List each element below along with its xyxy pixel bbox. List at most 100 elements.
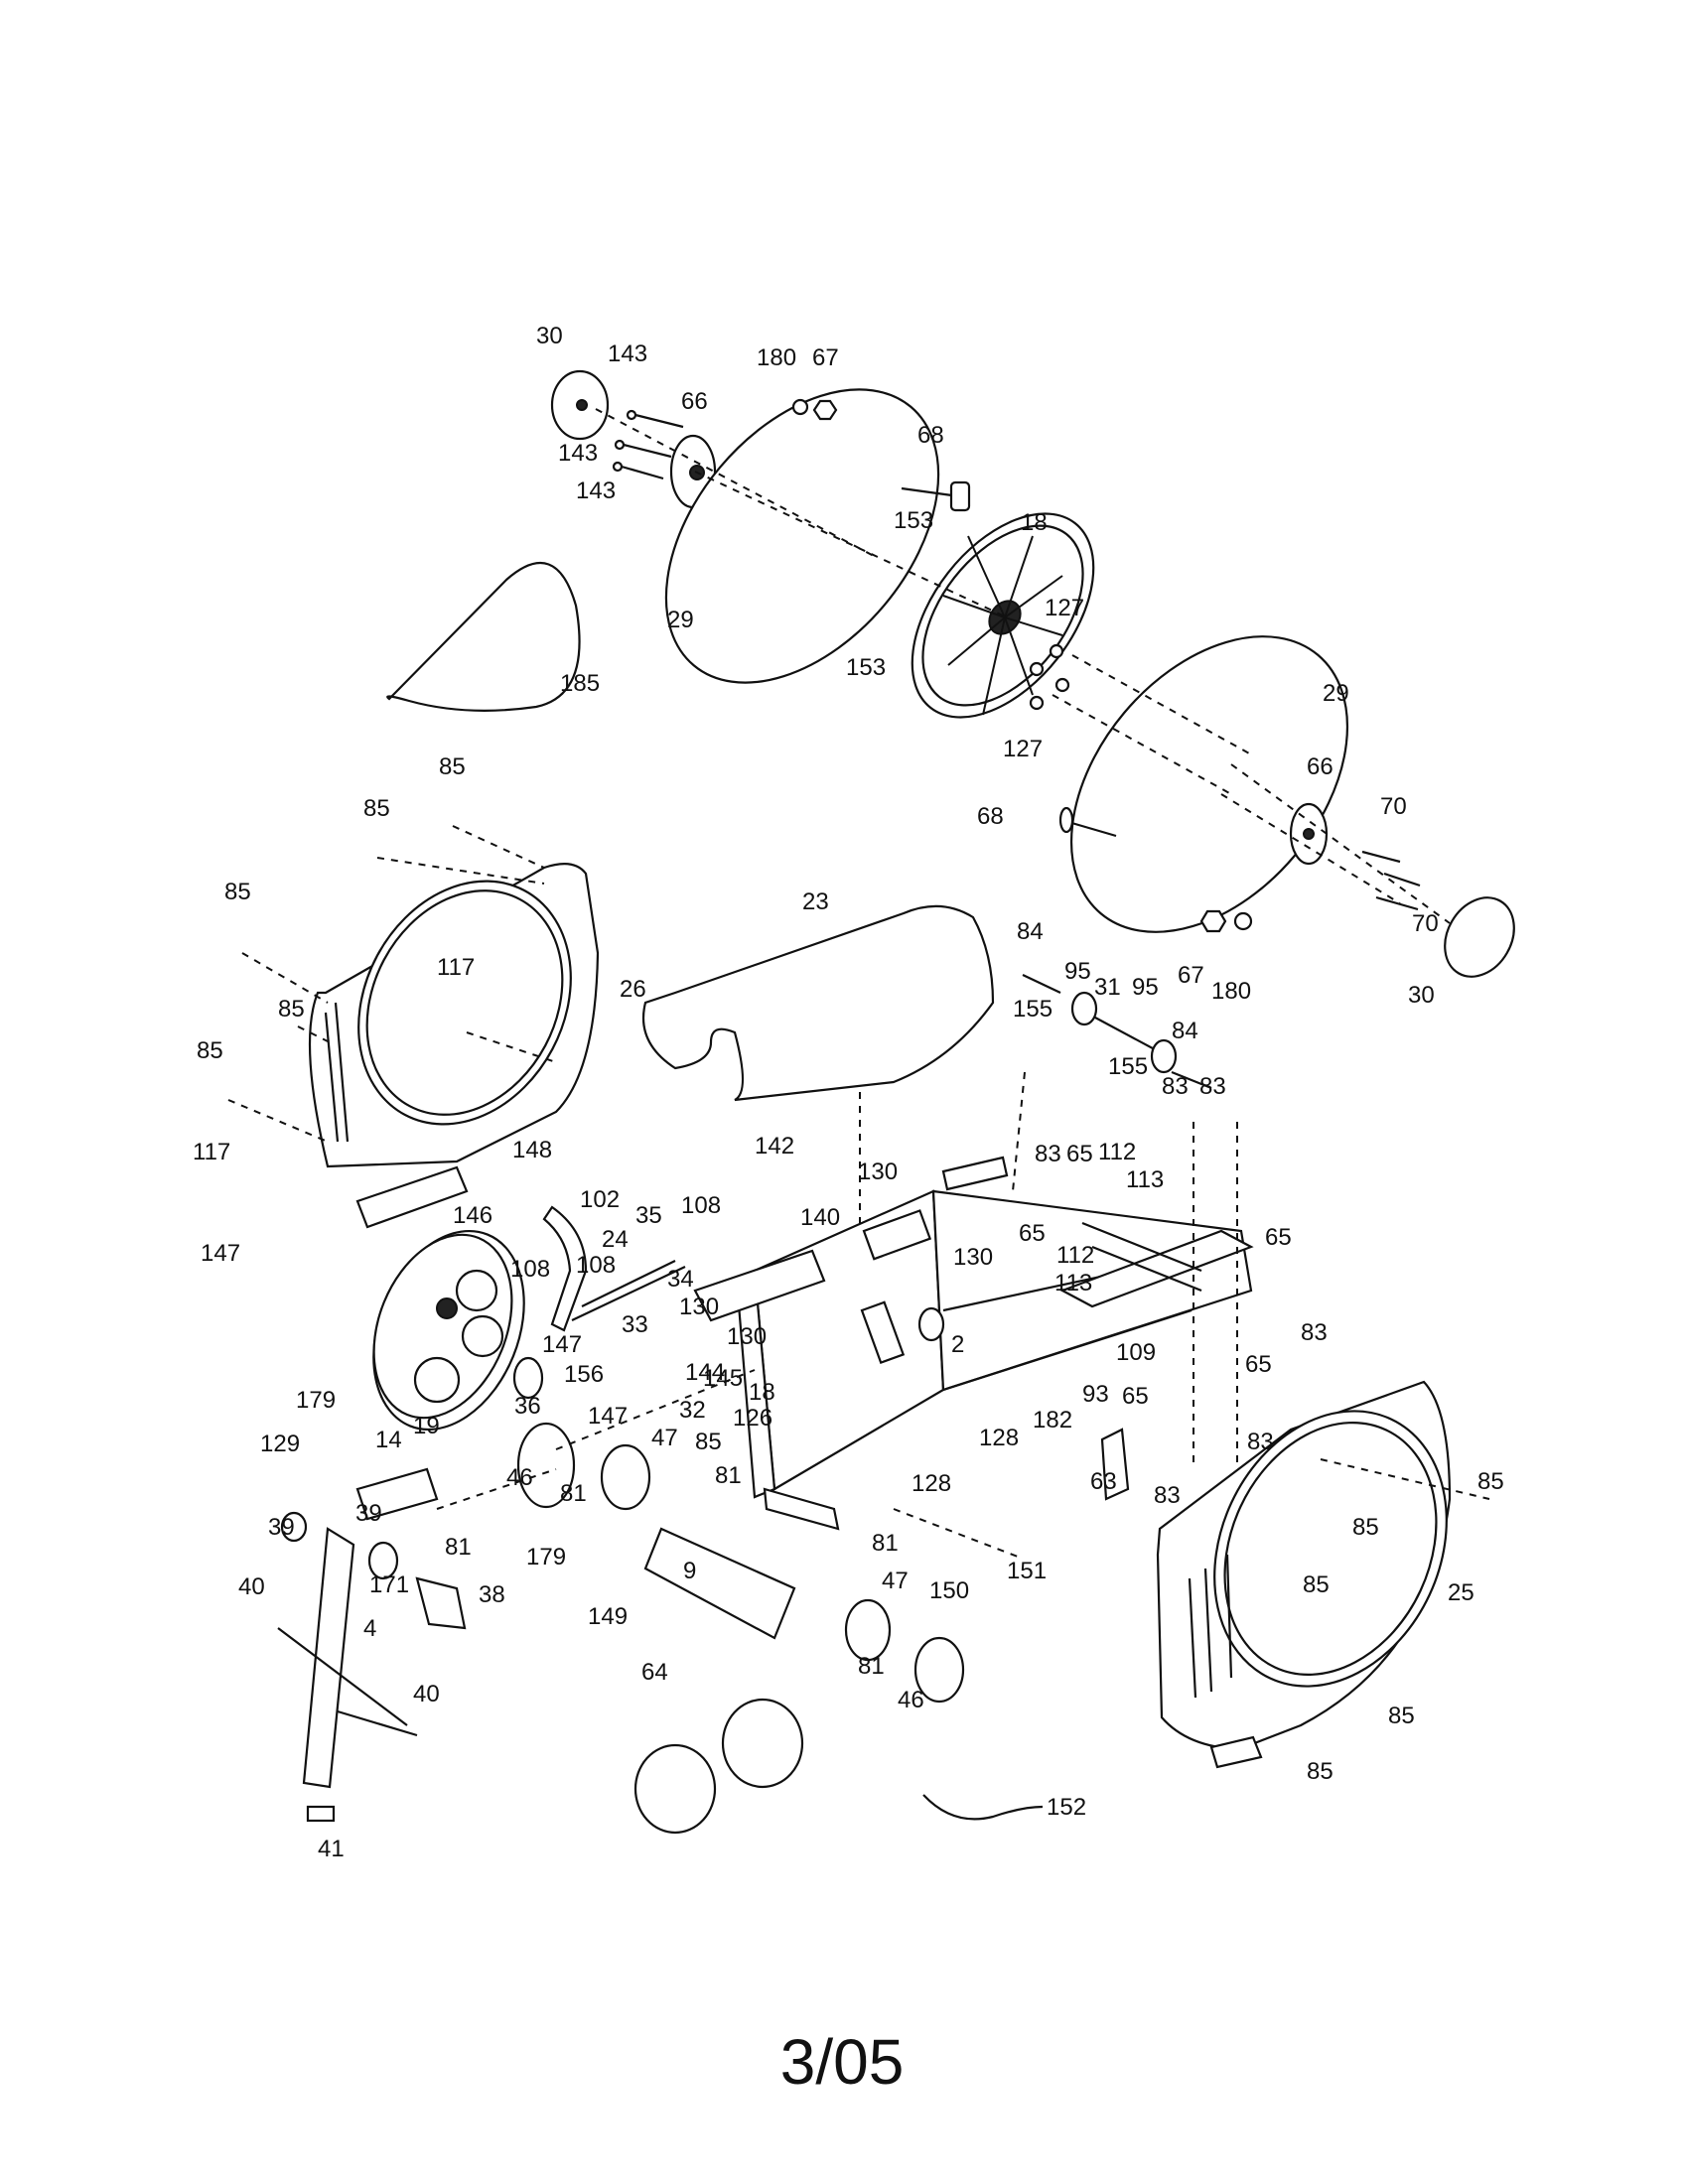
part-143-bolts xyxy=(612,409,684,480)
part-9-roller xyxy=(643,1527,796,1640)
callout-label: 112 xyxy=(1098,1139,1136,1165)
callout-label: 70 xyxy=(1412,910,1439,937)
callout-label: 95 xyxy=(1064,958,1091,985)
callout-label: 108 xyxy=(681,1192,721,1219)
callout-label: 33 xyxy=(622,1311,648,1338)
flywheel-assembly-guides xyxy=(595,408,1451,924)
callout-label: 65 xyxy=(1122,1383,1149,1410)
callout-label: 145 xyxy=(703,1365,743,1392)
callout-label: 26 xyxy=(620,976,646,1003)
callout-label: 108 xyxy=(510,1256,550,1283)
callout-label: 85 xyxy=(439,753,466,780)
part-39-bushing-right xyxy=(367,1541,399,1580)
callout-label: 127 xyxy=(1003,736,1043,762)
callout-label: 150 xyxy=(929,1577,969,1604)
callout-label: 18 xyxy=(1021,509,1048,536)
callout-label: 18 xyxy=(749,1379,775,1406)
callout-label: 182 xyxy=(1033,1407,1072,1433)
callout-label: 85 xyxy=(1352,1514,1379,1541)
part-68-bolt-top xyxy=(901,480,971,512)
callout-label: 24 xyxy=(602,1226,629,1253)
callout-label: 179 xyxy=(296,1387,336,1414)
part-25-right-shroud xyxy=(1156,1380,1452,1769)
callout-label: 41 xyxy=(318,1836,345,1862)
callout-label: 156 xyxy=(564,1361,604,1388)
rear-crossbar xyxy=(1059,1221,1254,1501)
callout-label: 40 xyxy=(413,1681,440,1707)
callout-label: 83 xyxy=(1035,1141,1061,1167)
callout-label: 9 xyxy=(683,1558,696,1584)
rollers xyxy=(516,1422,965,1835)
callout-label: 66 xyxy=(681,388,708,415)
part-30-left-cap-center xyxy=(576,399,588,411)
callout-label: 29 xyxy=(1323,680,1349,707)
callout-label: 25 xyxy=(1448,1579,1474,1606)
callout-label: 65 xyxy=(1066,1141,1093,1167)
callout-label: 130 xyxy=(858,1159,898,1185)
callout-label: 142 xyxy=(755,1133,794,1160)
callout-label: 38 xyxy=(479,1581,505,1608)
part-19-pulley xyxy=(372,1229,525,1432)
callout-label: 127 xyxy=(1045,595,1084,621)
frame-assembly-guides xyxy=(436,1071,1490,1560)
part-23-top-cover xyxy=(641,904,995,1102)
callout-label: 14 xyxy=(375,1427,402,1453)
callout-label: 148 xyxy=(512,1137,552,1163)
callout-label: 152 xyxy=(1047,1794,1086,1821)
callout-label: 85 xyxy=(695,1429,722,1455)
callout-label: 32 xyxy=(679,1397,706,1424)
callout-label: 85 xyxy=(1477,1468,1504,1495)
part-29-right-disc xyxy=(1069,635,1349,933)
callout-label: 34 xyxy=(667,1266,694,1293)
callout-label: 93 xyxy=(1082,1381,1109,1408)
callout-label: 63 xyxy=(1090,1468,1117,1495)
part-46-roller-left xyxy=(516,1422,576,1509)
callout-label: 66 xyxy=(1307,753,1333,780)
callout-label: 84 xyxy=(1017,918,1044,945)
callout-label: 67 xyxy=(1178,962,1204,989)
part-46-roller-right xyxy=(913,1636,965,1704)
callout-label: 39 xyxy=(268,1514,295,1541)
callout-label: 180 xyxy=(757,344,796,371)
part-67-nut xyxy=(812,399,838,421)
callout-label: 23 xyxy=(802,888,829,915)
callout-label: 30 xyxy=(536,323,563,349)
callout-label: 2 xyxy=(951,1331,964,1358)
callout-label: 81 xyxy=(715,1462,742,1489)
callout-label: 65 xyxy=(1265,1224,1292,1251)
callout-label: 95 xyxy=(1132,974,1159,1001)
callout-label: 47 xyxy=(882,1568,909,1594)
callout-label: 47 xyxy=(651,1425,678,1451)
part-152-wire-harness xyxy=(922,1794,1044,1821)
callout-label: 84 xyxy=(1172,1018,1198,1044)
callout-label: 85 xyxy=(1307,1758,1333,1785)
part-36-idler xyxy=(512,1356,544,1400)
callout-label: 65 xyxy=(1245,1351,1272,1378)
callout-label: 68 xyxy=(917,422,944,449)
part-67-bottom-nut xyxy=(1199,909,1227,933)
part-47-gear-left xyxy=(600,1443,651,1511)
part-2-main-frame xyxy=(693,1156,1253,1531)
callout-label: 31 xyxy=(1094,974,1121,1001)
page-number: 3/05 xyxy=(779,2026,905,2098)
callout-label: 143 xyxy=(576,478,616,504)
callout-label: 19 xyxy=(413,1413,440,1439)
part-38-clamp xyxy=(415,1576,467,1630)
callout-label: 155 xyxy=(1108,1053,1148,1080)
callout-label: 129 xyxy=(260,1431,300,1457)
callout-label: 81 xyxy=(872,1530,899,1557)
part-14-bracket xyxy=(355,1467,439,1521)
callout-label: 68 xyxy=(977,803,1004,830)
callout-label: 65 xyxy=(1019,1220,1046,1247)
part-180-bottom-nut xyxy=(1233,911,1253,931)
callout-label: 130 xyxy=(953,1244,993,1271)
part-47-gear-right xyxy=(844,1598,892,1662)
callout-label: 153 xyxy=(894,507,933,534)
callout-label: 83 xyxy=(1199,1073,1226,1100)
callout-label: 40 xyxy=(238,1573,265,1600)
part-24-tension-bracket xyxy=(542,1205,686,1332)
callout-label: 29 xyxy=(667,607,694,633)
callout-label: 179 xyxy=(526,1544,566,1570)
callout-label: 39 xyxy=(355,1500,382,1527)
